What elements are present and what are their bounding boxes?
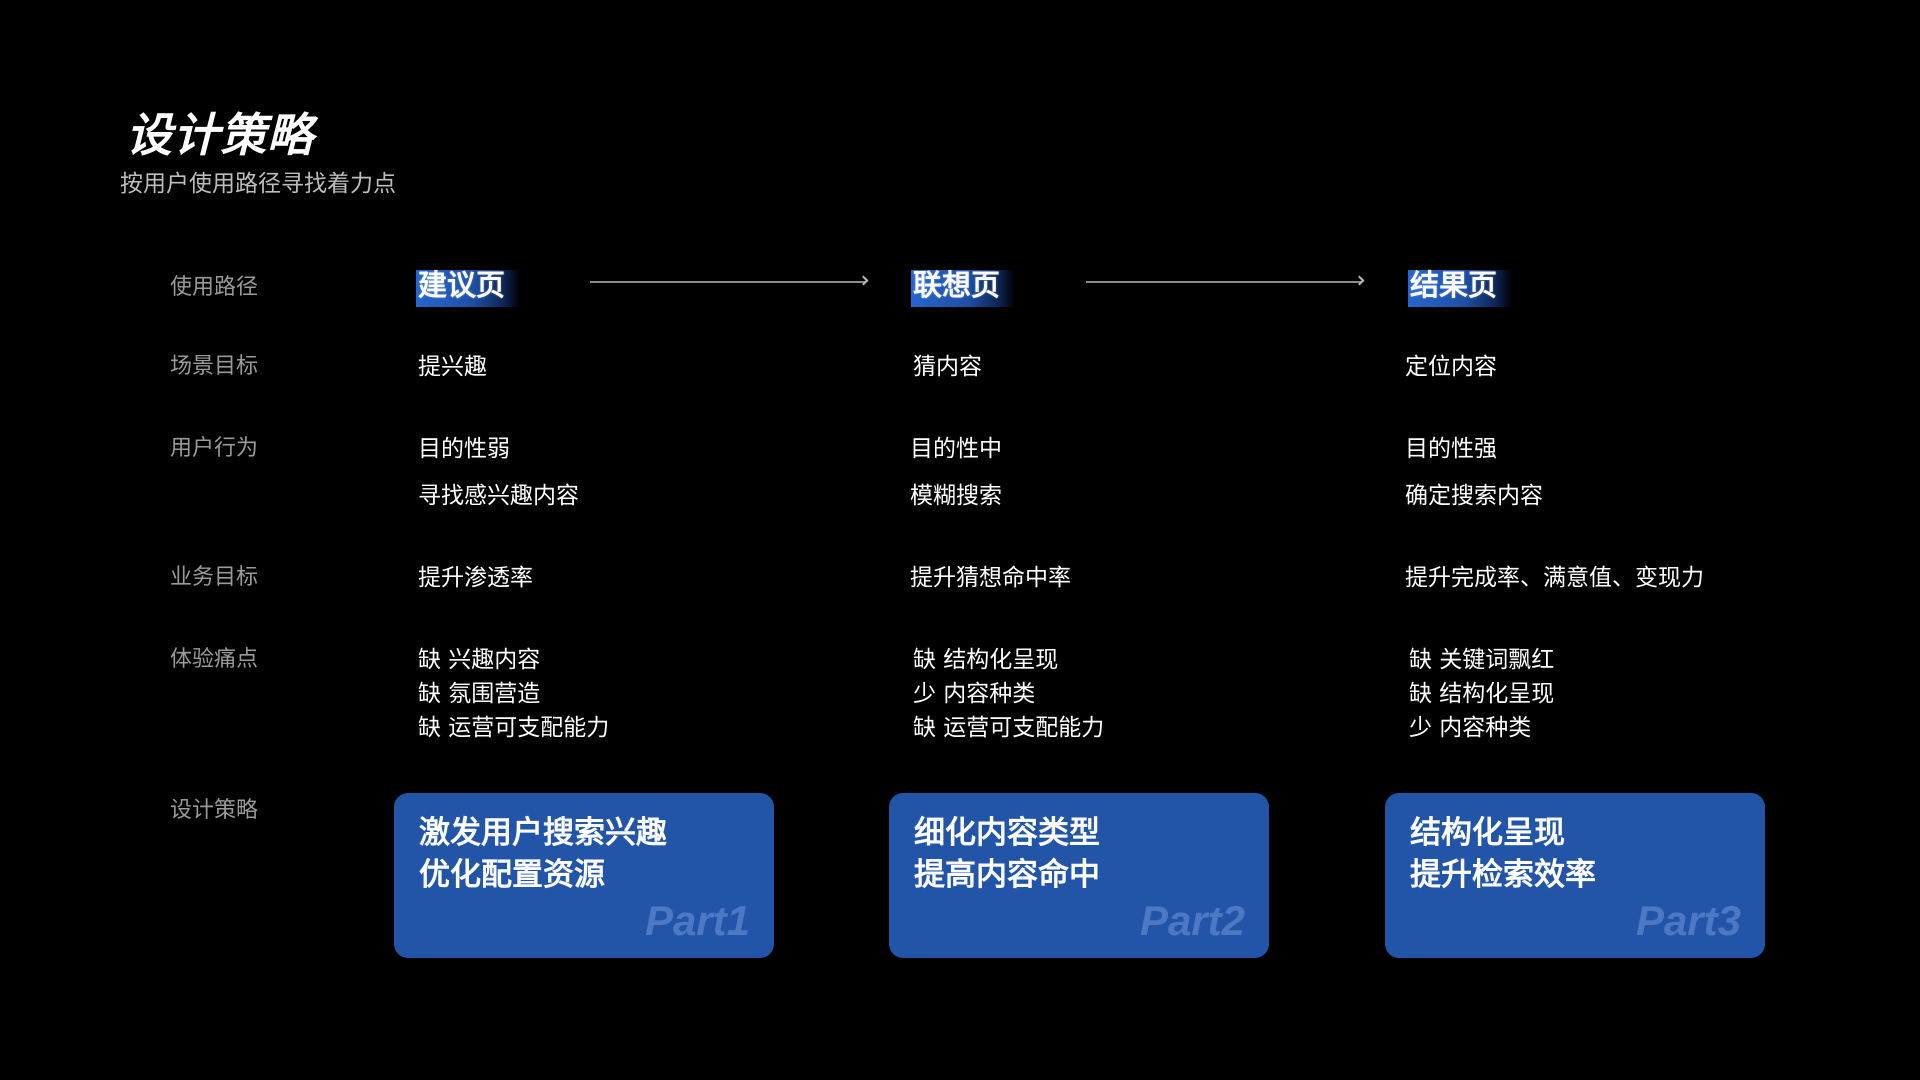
stage-label: 结果页 xyxy=(1410,268,1498,302)
user-behavior-cell: 目的性中 xyxy=(910,436,1002,462)
part-watermark: Part2 xyxy=(1139,897,1245,944)
strategy-line: 提高内容命中 xyxy=(914,857,1100,893)
stage-label: 联想页 xyxy=(913,268,1001,302)
stage-highlight xyxy=(911,270,1015,307)
stage-label: 建议页 xyxy=(418,268,506,302)
user-behavior-cell: 寻找感兴趣内容 xyxy=(418,483,579,509)
arrow-right-icon xyxy=(590,281,866,283)
pain-point-item: 缺 结构化呈现 xyxy=(1409,681,1555,707)
strategy-line: 提升检索效率 xyxy=(1410,857,1596,893)
pain-point-item: 缺 运营可支配能力 xyxy=(418,715,610,741)
strategy-line: 细化内容类型 xyxy=(914,815,1100,851)
row-label-user-behavior: 用户行为 xyxy=(170,436,259,461)
page-subtitle: 按用户使用路径寻找着力点 xyxy=(120,171,396,197)
row-label-design-strategy: 设计策略 xyxy=(170,798,259,823)
pain-point-item: 缺 结构化呈现 xyxy=(913,647,1059,673)
user-behavior-cell: 目的性强 xyxy=(1405,436,1497,462)
strategy-line: 激发用户搜索兴趣 xyxy=(419,815,667,851)
row-label-business-goal: 业务目标 xyxy=(170,565,259,590)
arrow-right-icon xyxy=(1086,281,1362,283)
stage-suggestion-page: 建议页 xyxy=(416,268,520,308)
strategy-card-part1: 激发用户搜索兴趣 优化配置资源 Part1 xyxy=(394,793,774,958)
user-behavior-cell: 目的性弱 xyxy=(418,436,510,462)
pain-point-item: 缺 运营可支配能力 xyxy=(913,715,1105,741)
business-goal-cell: 提升完成率、满意值、变现力 xyxy=(1405,565,1704,591)
stage-highlight xyxy=(416,270,520,307)
row-label-pain-points: 体验痛点 xyxy=(170,647,259,672)
strategy-card-part2: 细化内容类型 提高内容命中 Part2 xyxy=(889,793,1269,958)
strategy-card-part3: 结构化呈现 提升检索效率 Part3 xyxy=(1385,793,1765,958)
strategy-line: 优化配置资源 xyxy=(419,857,605,893)
stage-result-page: 结果页 xyxy=(1408,268,1512,308)
pain-point-item: 缺 氛围营造 xyxy=(418,681,541,707)
user-behavior-cell: 确定搜索内容 xyxy=(1405,483,1543,509)
pain-point-item: 缺 兴趣内容 xyxy=(418,647,541,673)
part-watermark: Part1 xyxy=(644,897,750,944)
scene-goal-cell: 猜内容 xyxy=(913,354,982,380)
scene-goal-cell: 提兴趣 xyxy=(418,354,487,380)
page-title: 设计策略 xyxy=(126,108,314,162)
pain-point-item: 少 内容种类 xyxy=(1409,715,1532,741)
scene-goal-cell: 定位内容 xyxy=(1405,354,1497,380)
pain-point-item: 少 内容种类 xyxy=(913,681,1036,707)
stage-association-page: 联想页 xyxy=(911,268,1015,308)
business-goal-cell: 提升猜想命中率 xyxy=(910,565,1071,591)
business-goal-cell: 提升渗透率 xyxy=(418,565,533,591)
pain-point-item: 缺 关键词飘红 xyxy=(1409,647,1555,673)
user-behavior-cell: 模糊搜索 xyxy=(910,483,1002,509)
strategy-line: 结构化呈现 xyxy=(1410,815,1565,851)
part-watermark: Part3 xyxy=(1635,897,1741,944)
row-label-path: 使用路径 xyxy=(170,275,259,300)
row-label-scene-goal: 场景目标 xyxy=(170,354,259,379)
stage-highlight xyxy=(1408,270,1512,307)
